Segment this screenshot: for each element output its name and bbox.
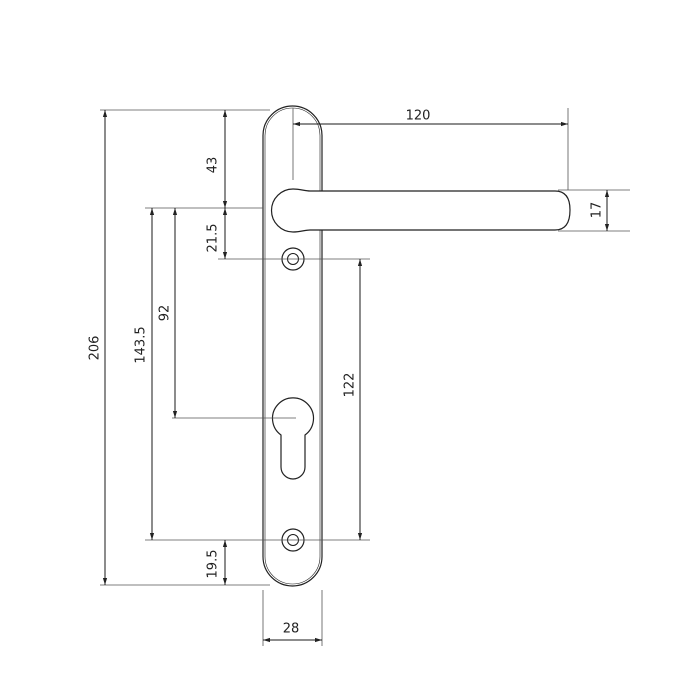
dim-143-5: 143.5 <box>134 208 155 540</box>
dim-206: 206 <box>88 110 108 585</box>
dim-label-92: 92 <box>158 305 173 322</box>
dim-label-21-5: 21.5 <box>206 224 221 253</box>
extension-lines <box>100 108 630 646</box>
dim-label-122: 122 <box>343 373 358 398</box>
dim-label-28: 28 <box>283 622 300 637</box>
handle-lever <box>270 188 571 233</box>
dim-label-143-5: 143.5 <box>134 326 149 363</box>
backplate <box>262 105 323 587</box>
dim-label-19-5: 19.5 <box>206 550 221 579</box>
dim-21-5: 21.5 <box>206 208 228 259</box>
dim-43: 43 <box>206 110 228 208</box>
dim-92: 92 <box>158 208 178 418</box>
dim-label-17: 17 <box>590 202 605 219</box>
dim-label-206: 206 <box>88 336 103 361</box>
dim-19-5: 19.5 <box>206 540 228 585</box>
dim-17: 17 <box>590 190 610 231</box>
dim-122: 122 <box>343 259 363 540</box>
dim-28: 28 <box>263 622 322 643</box>
dim-label-120: 120 <box>406 109 431 124</box>
dim-120: 120 <box>293 109 568 127</box>
dim-label-43: 43 <box>206 157 221 174</box>
